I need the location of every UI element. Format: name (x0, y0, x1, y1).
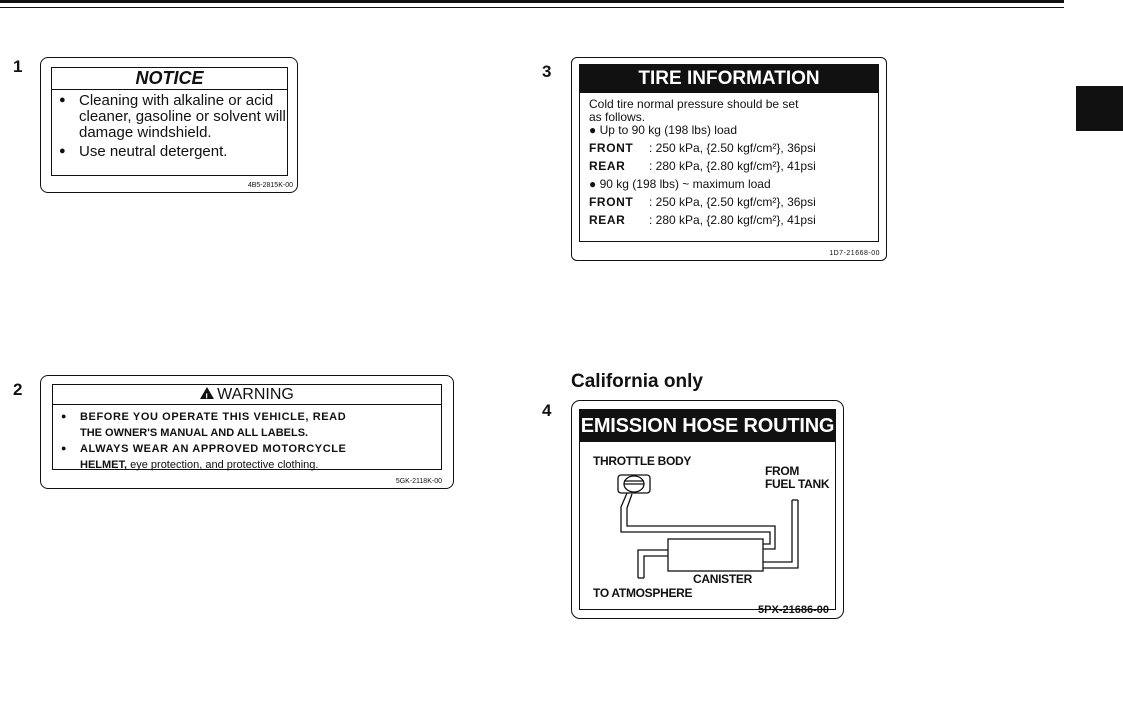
warning-triangle-icon (200, 387, 215, 407)
from-text: FROM (765, 464, 800, 478)
throttle-body-text: THROTTLE BODY (593, 454, 692, 468)
emission-heading: EMISSION HOSE ROUTING (580, 410, 835, 442)
pressure-key: FRONT (589, 141, 634, 155)
warning-bullet-line: BEFORE YOU OPERATE THIS VEHICLE, READ (80, 411, 347, 423)
fuel-tank-text: FUEL TANK (765, 477, 830, 491)
header-rule-thin (0, 7, 1064, 8)
warning-label-frame: WARNING BEFORE YOU OPERATE THIS VEHICLE,… (52, 384, 442, 473)
california-caption: California only (571, 371, 703, 392)
section-tab-marker (1076, 86, 1123, 131)
emission-hose-label: EMISSION HOSE ROUTING (571, 400, 844, 619)
tire-information-label: TIRE INFORMATION Cold tire normal pressu… (571, 57, 887, 261)
hose-to-atmosphere (637, 549, 668, 578)
warning-heading: WARNING (217, 386, 294, 403)
pressure-value: : 280 kPa, {2.80 kgf/cm²}, 41psi (649, 159, 816, 173)
label-part-code: 4B5-2815K-00 (247, 182, 293, 189)
pressure-key: REAR (589, 213, 626, 227)
pressure-key: REAR (589, 159, 626, 173)
throttle-body-shape (617, 474, 651, 494)
tire-heading: TIRE INFORMATION (580, 65, 878, 93)
label-part-code: 1D7-21668-00 (829, 250, 880, 257)
warning-bullet: ALWAYS WEAR AN APPROVED MOTORCYCLE HELME… (61, 440, 441, 473)
warning-bullet-line: HELMET, eye protection, and protective c… (80, 457, 441, 473)
pressure-row: REAR : 280 kPa, {2.80 kgf/cm²}, 41psi (589, 157, 878, 175)
notice-bullet-list: Cleaning with alkaline or acid cleaner, … (52, 90, 287, 160)
pressure-value: : 250 kPa, {2.50 kgf/cm²}, 36psi (649, 141, 816, 155)
item-number-2: 2 (13, 380, 23, 399)
pressure-value: : 280 kPa, {2.80 kgf/cm²}, 41psi (649, 213, 816, 227)
notice-bullet: Use neutral detergent. (57, 143, 287, 160)
emission-label-frame: EMISSION HOSE ROUTING (579, 409, 836, 610)
protection-text: eye protection, and protective clothing. (127, 459, 319, 471)
to-atmosphere-text: TO ATMOSPHERE (593, 586, 693, 600)
hose-fuel-tank (763, 500, 793, 563)
tire-label-frame: TIRE INFORMATION Cold tire normal pressu… (579, 64, 879, 242)
tire-intro-line: Cold tire normal pressure should be set (589, 97, 799, 111)
warning-bullet-line: ALWAYS WEAR AN APPROVED MOTORCYCLE (80, 443, 347, 455)
label-part-code: 5PX-21686-00 (758, 604, 829, 616)
warning-bullet-list: BEFORE YOU OPERATE THIS VEHICLE, READ TH… (53, 405, 441, 473)
pressure-row: REAR : 280 kPa, {2.80 kgf/cm²}, 41psi (589, 211, 878, 229)
load-condition: ● Up to 90 kg (198 lbs) load (589, 123, 737, 137)
header-rule-thick (0, 0, 1064, 3)
warning-label: WARNING BEFORE YOU OPERATE THIS VEHICLE,… (40, 375, 454, 489)
hose-routing-diagram (617, 474, 799, 579)
pressure-key: FRONT (589, 195, 634, 209)
pressure-row: FRONT : 250 kPa, {2.50 kgf/cm²}, 36psi (589, 139, 878, 157)
notice-bullet: Cleaning with alkaline or acid cleaner, … (57, 92, 287, 141)
label-part-code: 5GK-2118K-00 (395, 478, 442, 485)
pressure-row: FRONT : 250 kPa, {2.50 kgf/cm²}, 36psi (589, 193, 878, 211)
notice-label-frame: NOTICE Cleaning with alkaline or acid cl… (51, 67, 288, 176)
canister-shape (667, 538, 764, 572)
hose-throttle-to-canister (620, 492, 771, 545)
helmet-text: HELMET, (80, 459, 128, 471)
item-number-4: 4 (542, 401, 552, 420)
notice-label: NOTICE Cleaning with alkaline or acid cl… (40, 57, 298, 193)
notice-heading: NOTICE (52, 68, 287, 90)
pressure-value: : 250 kPa, {2.50 kgf/cm²}, 36psi (649, 195, 816, 209)
item-number-3: 3 (542, 62, 552, 81)
item-number-1: 1 (13, 57, 23, 76)
canister-text: CANISTER (693, 572, 752, 586)
warning-header: WARNING (53, 385, 441, 407)
warning-bullet: BEFORE YOU OPERATE THIS VEHICLE, READ TH… (61, 408, 441, 441)
warning-bullet-line: THE OWNER'S MANUAL AND ALL LABELS. (80, 427, 309, 439)
load-condition: ● 90 kg (198 lbs) ~ maximum load (589, 177, 771, 191)
tire-intro-line: as follows. (589, 110, 646, 124)
tire-label-body: Cold tire normal pressure should be set … (580, 93, 878, 229)
